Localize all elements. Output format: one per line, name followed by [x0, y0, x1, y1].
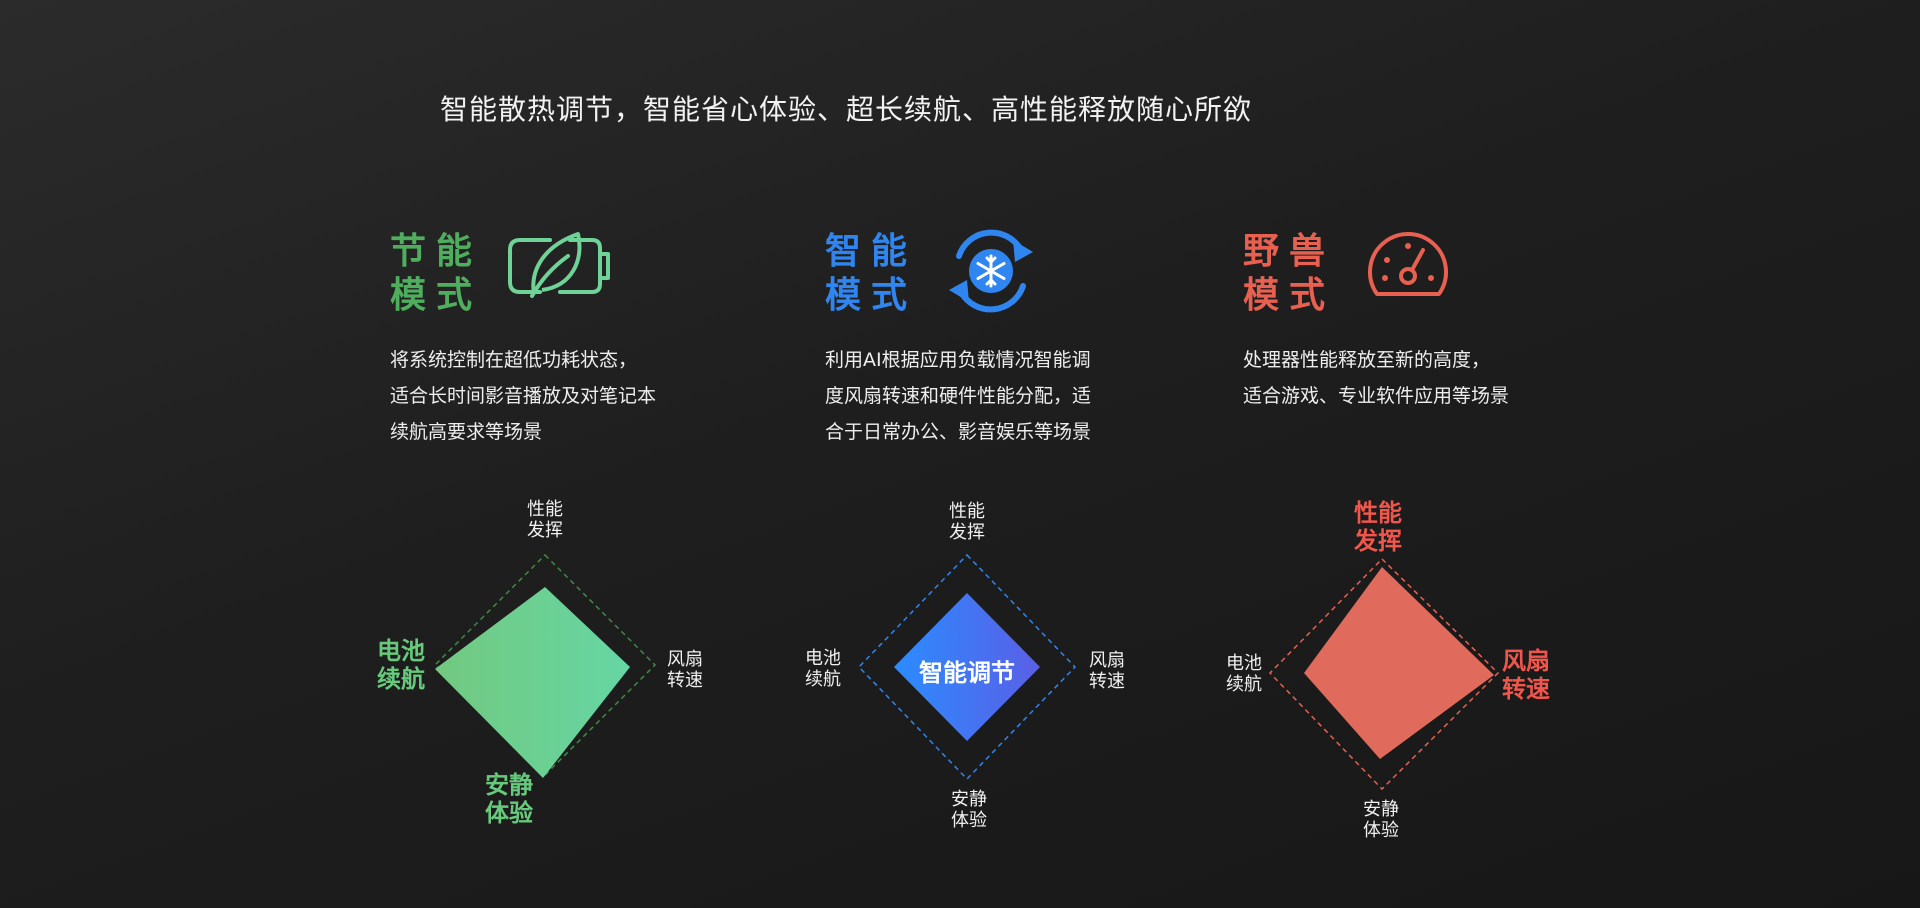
smart-axis-bottom-line: 体验: [951, 810, 987, 831]
eco-mode-title-line2: 模式: [390, 275, 483, 316]
smart-radar-area: [894, 593, 1040, 741]
smart-axis-right: 风扇 转速: [1089, 650, 1125, 692]
eco-axis-bottom-line: 体验: [485, 799, 533, 827]
eco-radar-area: [435, 587, 630, 778]
eco-axis-bottom: 安静 体验: [485, 771, 533, 827]
beast-radar-chart: 性能 发挥 风扇 转速 安静 体验 电池 续航: [1192, 495, 1572, 875]
beast-radar-outline: [1268, 557, 1500, 791]
beast-axis-right: 风扇 转速: [1502, 647, 1550, 703]
smart-axis-bottom-line: 安静: [951, 789, 987, 810]
smart-mode-title-line1: 智能: [825, 231, 918, 272]
beast-axis-bottom-line: 体验: [1363, 820, 1399, 841]
beast-axis-left-line: 续航: [1226, 674, 1262, 695]
eco-desc-line: 将系统控制在超低功耗状态，: [390, 349, 638, 371]
beast-radar-area: [1304, 567, 1494, 759]
smart-desc-line: 合于日常办公、影音娱乐等场景: [825, 421, 1092, 443]
smart-mode-description: 利用AI根据应用负载情况智能调 度风扇转速和硬件性能分配，适 合于日常办公、影音…: [825, 342, 1091, 450]
eco-axis-top-line: 性能: [527, 499, 563, 520]
beast-axis-top-line: 性能: [1354, 499, 1402, 527]
beast-axis-left-line: 电池: [1226, 653, 1262, 674]
smart-axis-left-line: 电池: [805, 648, 841, 669]
eco-axis-bottom-line: 安静: [485, 771, 533, 799]
smart-mode-title-line2: 模式: [825, 275, 918, 316]
eco-radar-chart: 性能 发挥 风扇 转速 安静 体验 电池 续航: [355, 495, 735, 875]
beast-axis-bottom: 安静 体验: [1363, 799, 1399, 841]
eco-mode-description: 将系统控制在超低功耗状态， 适合长时间影音播放及对笔记本 续航高要求等场景: [390, 342, 656, 450]
beast-desc-line: 处理器性能释放至新的高度，: [1243, 349, 1491, 371]
smart-mode-title: 智能 模式: [825, 230, 935, 318]
smart-axis-top: 性能 发挥: [949, 501, 985, 543]
speedometer-icon: [1365, 226, 1451, 306]
smart-radar-svg: [857, 553, 1077, 781]
eco-desc-line: 适合长时间影音播放及对笔记本: [390, 385, 657, 407]
eco-axis-left-line: 电池: [377, 637, 425, 665]
eco-radar-outline: [433, 553, 657, 777]
snowflake-cycle-icon: [943, 226, 1039, 320]
smart-desc-line: 利用AI根据应用负载情况智能调: [825, 349, 1091, 371]
smart-axis-bottom: 安静 体验: [951, 789, 987, 831]
beast-axis-bottom-line: 安静: [1363, 799, 1399, 820]
smart-axis-right-line: 转速: [1089, 671, 1125, 692]
smart-axis-left: 电池 续航: [805, 648, 841, 690]
eco-axis-top-line: 发挥: [527, 520, 563, 541]
beast-axis-top-line: 发挥: [1354, 527, 1402, 555]
beast-desc-line: 适合游戏、专业软件应用等场景: [1243, 385, 1510, 407]
smart-axis-left-line: 续航: [805, 669, 841, 690]
beast-axis-left: 电池 续航: [1226, 653, 1262, 695]
eco-mode-title: 节能 模式: [390, 230, 500, 318]
eco-radar-svg: [433, 553, 657, 778]
leaf-battery-icon: [506, 226, 620, 310]
eco-axis-top: 性能 发挥: [527, 499, 563, 541]
smart-desc-line: 度风扇转速和硬件性能分配，适: [825, 385, 1092, 407]
smart-radar-center-label: 智能调节: [919, 659, 1015, 687]
eco-axis-right: 风扇 转速: [667, 649, 703, 691]
beast-mode-title-line1: 野兽: [1243, 231, 1336, 272]
page-headline: 智能散热调节，智能省心体验、超长续航、高性能释放随心所欲: [440, 93, 1253, 126]
smart-radar-outline: [857, 553, 1077, 781]
beast-axis-top: 性能 发挥: [1354, 499, 1402, 555]
beast-mode-description: 处理器性能释放至新的高度， 适合游戏、专业软件应用等场景: [1243, 342, 1509, 414]
eco-desc-line: 续航高要求等场景: [390, 421, 543, 443]
eco-axis-left-line: 续航: [377, 665, 425, 693]
smart-radar-chart: 智能调节 性能 发挥 风扇 转速 安静 体验 电池 续航: [777, 495, 1157, 875]
eco-mode-title-line1: 节能: [390, 231, 483, 272]
smart-axis-top-line: 性能: [949, 501, 985, 522]
beast-mode-title-line2: 模式: [1243, 275, 1336, 316]
smart-axis-right-line: 风扇: [1089, 650, 1125, 671]
beast-axis-right-line: 转速: [1502, 675, 1550, 703]
eco-axis-left: 电池 续航: [377, 637, 425, 693]
beast-mode-title: 野兽 模式: [1243, 230, 1353, 318]
beast-axis-right-line: 风扇: [1502, 647, 1550, 675]
beast-radar-svg: [1268, 557, 1500, 791]
eco-axis-right-line: 风扇: [667, 649, 703, 670]
smart-axis-top-line: 发挥: [949, 522, 985, 543]
eco-axis-right-line: 转速: [667, 670, 703, 691]
